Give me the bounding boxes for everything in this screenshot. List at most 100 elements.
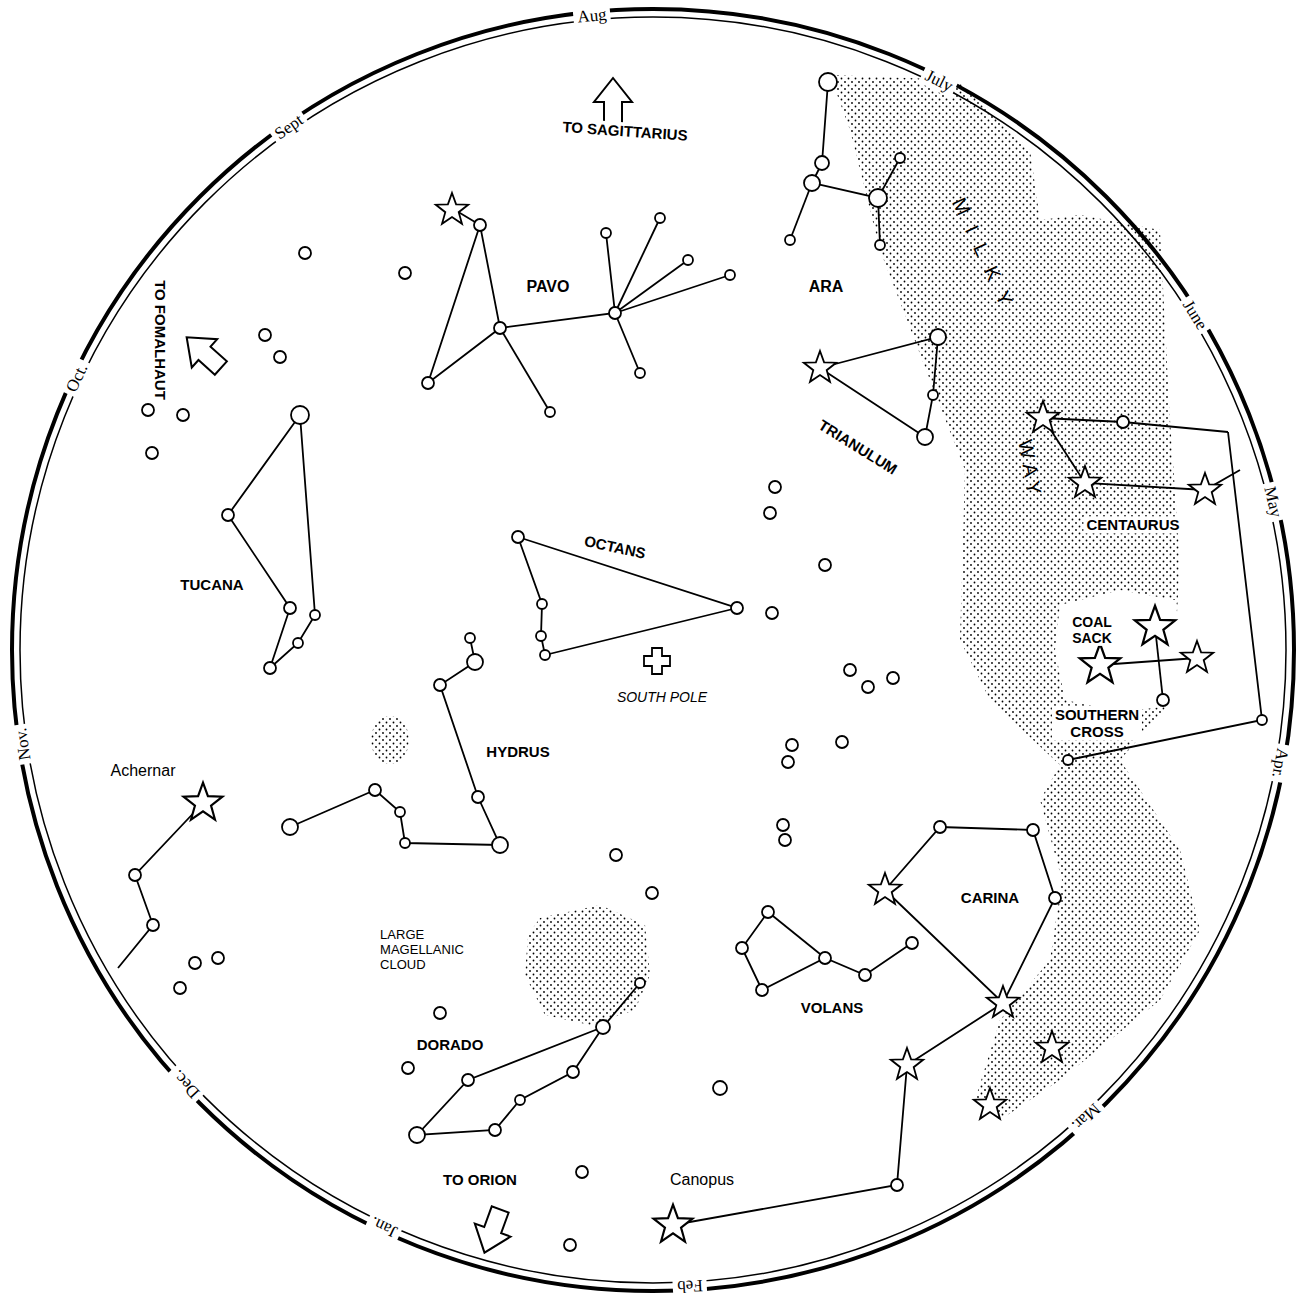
star-dots [259,329,271,341]
bright-stars [1069,466,1101,497]
month-label: Mar. [1065,1097,1107,1138]
star-dots [147,919,159,931]
star-dots [635,368,645,378]
month-label: Dec. [166,1062,207,1104]
constellation-name: ARA [806,278,847,296]
star-dots [731,602,743,614]
direction-label: TO FOMALHAUT [151,277,168,403]
star-dots [274,351,286,363]
star-dots [395,807,405,817]
constellation-lines [500,233,615,328]
bright-stars [654,1205,693,1242]
star-name: Canopus [667,1171,737,1189]
star-dots [567,1066,579,1078]
constellation-lines [228,415,315,668]
star-dots [545,407,555,417]
star-dots [764,507,776,519]
star-dots [293,638,303,648]
galaxy-name: LARGE MAGELLANIC CLOUD [377,928,467,973]
month-label: Aug [572,4,611,27]
south-pole-marker [644,648,670,674]
constellation-name: TRIANULUM [813,414,903,479]
nebula-name: COAL SACK [1069,614,1115,646]
star-dots [713,1081,727,1095]
star-dots [1063,755,1073,765]
constellation-lines [500,328,550,412]
month-label: Jan. [364,1211,404,1243]
constellation-name: PAVO [524,278,573,296]
constellation-name: OCTANS [580,531,650,562]
milky-way [1055,590,1182,712]
constellation-lines [885,827,1055,1003]
star-dots [564,1239,576,1251]
star-dots [1157,694,1169,706]
star-dots [369,784,381,796]
star-dots [782,756,794,768]
constellation-name: CARINA [958,889,1022,906]
star-dots [284,602,296,614]
star-dots [736,942,748,954]
star-dots [655,213,665,223]
bright-stars [436,193,468,224]
constellation-name: SOUTHERN CROSS [1052,706,1142,741]
bright-stars [804,351,836,382]
star-dots [596,1020,610,1034]
milky-way-label: WAY [1013,435,1047,505]
star-dots [402,1062,414,1074]
star-dots [467,654,483,670]
constellation-lines [790,183,812,240]
star-dots [862,681,874,693]
star-dots [474,219,486,231]
star-dots [174,982,186,994]
star-dots [400,838,410,848]
star-dots [762,906,774,918]
bright-stars [1181,641,1213,672]
star-dots [756,984,768,996]
constellation-lines [615,313,640,373]
bright-stars [184,783,223,820]
star-dots [399,267,411,279]
constellation-lines [615,218,660,313]
star-dots [895,153,905,163]
star-dots [146,447,158,459]
direction-arrows [174,78,632,1259]
pole-label: SOUTH POLE [614,689,710,705]
milky-way [830,75,1200,1120]
star-dots [928,390,938,400]
star-dots [264,662,276,674]
star-dots [291,406,309,424]
south-pole-marker [644,648,670,674]
star-dots [576,1166,588,1178]
constellation-lines [290,638,500,845]
sky-border [12,9,1294,1291]
bright-stars [1027,401,1059,432]
star-dots [512,531,524,543]
star-dots [434,679,446,691]
constellation-name: DORADO [414,1036,487,1053]
star-dots [1117,416,1129,428]
constellation-lines [428,210,500,383]
star-dots [875,240,885,250]
star-dots [492,837,508,853]
month-label: May [1259,481,1287,524]
month-label: July [919,64,960,98]
star-dots [422,377,434,389]
star-dots [930,329,946,345]
star-dots [819,73,837,91]
constellation-lines [615,260,688,313]
star-dots [917,429,933,445]
star-dots [282,819,298,835]
star-dots [766,607,778,619]
sky-border [12,9,1294,1291]
star-dots [819,559,831,571]
star-dots [869,189,887,207]
star-dots [1027,824,1039,836]
star-dots [299,247,311,259]
star-dots [635,978,645,988]
star-dots [836,736,848,748]
milky-way [830,75,1200,1120]
star-dots [462,1074,474,1086]
month-label: Oct. [60,357,93,399]
star-dots [515,1095,525,1105]
direction-arrows [594,78,632,124]
